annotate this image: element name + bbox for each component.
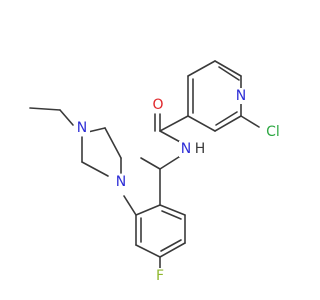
fluorine-atom-label: F <box>153 268 167 284</box>
chlorine-symbol: Cl <box>266 124 280 140</box>
piperazine-nitrogen-2-atom-label: N <box>74 120 90 136</box>
bond <box>104 127 122 159</box>
bond-lines <box>29 60 260 269</box>
carbonyl-oxygen-symbol: O <box>152 97 163 113</box>
bond <box>159 130 183 144</box>
bond <box>159 115 189 132</box>
bond <box>29 107 61 111</box>
bond <box>123 195 137 216</box>
bond <box>187 60 216 77</box>
amide-nitrogen-symbol: N <box>181 141 191 157</box>
bond <box>159 204 186 216</box>
bond <box>87 127 106 133</box>
bond <box>161 210 182 220</box>
pyridine-nitrogen-symbol: N <box>236 88 246 104</box>
amide-hydrogen-symbol: H <box>195 141 206 157</box>
bond <box>214 115 242 132</box>
pyridine-nitrogen-atom-label: N <box>234 88 248 104</box>
piperazine-nitrogen-2-symbol: N <box>77 120 87 136</box>
bond <box>140 157 161 170</box>
bond <box>59 109 74 126</box>
bond <box>215 111 238 126</box>
bond <box>214 60 242 77</box>
piperazine-nitrogen-1-atom-label: N <box>113 174 129 190</box>
bond <box>159 154 183 170</box>
piperazine-nitrogen-1-symbol: N <box>116 174 126 190</box>
bond <box>135 244 161 258</box>
bond <box>159 242 186 258</box>
bond <box>135 204 161 216</box>
fluorine-symbol: F <box>156 268 164 284</box>
bond <box>218 66 240 81</box>
bond <box>81 161 109 177</box>
bond <box>160 239 182 252</box>
chlorine-atom-label: Cl <box>262 123 284 141</box>
carbonyl-oxygen-atom-label: O <box>150 97 166 113</box>
amide-nh-atom-label: N H <box>179 141 207 157</box>
chemical-structure-diagram: Cl N O N H F N N <box>29 60 284 284</box>
bond <box>240 115 260 128</box>
bond <box>187 115 216 132</box>
